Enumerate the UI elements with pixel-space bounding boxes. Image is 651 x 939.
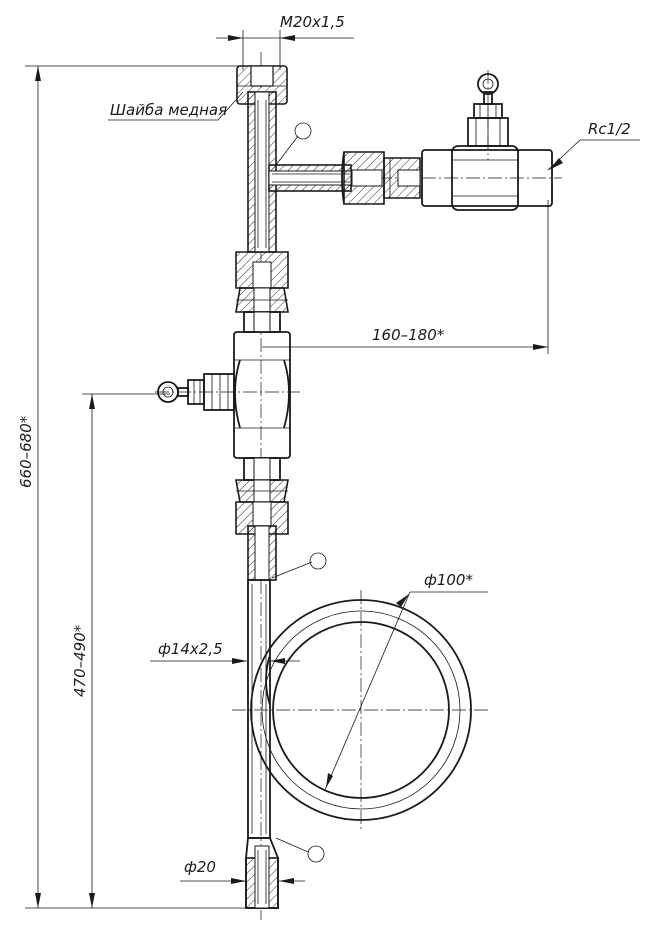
washer-label: Шайба медная <box>110 101 227 119</box>
pigtail-loop <box>250 599 472 821</box>
side-union <box>341 151 421 205</box>
horizontal-offset-label: 160–180* <box>372 326 445 344</box>
bottom-diameter-label: ф20 <box>184 858 216 876</box>
lower-height-label: 470–490* <box>71 624 89 697</box>
callout-balloons <box>294 122 327 863</box>
side-valve <box>421 73 553 211</box>
thread-top-label: M20x1,5 <box>280 13 345 31</box>
lower-coupling <box>235 457 289 535</box>
upper-coupling <box>235 251 289 333</box>
middle-valve <box>157 331 291 459</box>
side-branch <box>268 164 352 192</box>
dimension-lines <box>25 30 640 909</box>
labels: M20x1,5 Шайба медная Rc1/2 160–180* 660–… <box>17 13 631 876</box>
loop-diameter-label: ф100* <box>424 571 473 589</box>
tube-size-label: ф14x2,5 <box>158 640 223 658</box>
lower-tube <box>247 525 277 839</box>
bottom-end <box>245 837 279 909</box>
total-height-label: 660–680* <box>17 415 35 488</box>
thread-side-label: Rc1/2 <box>588 120 631 138</box>
